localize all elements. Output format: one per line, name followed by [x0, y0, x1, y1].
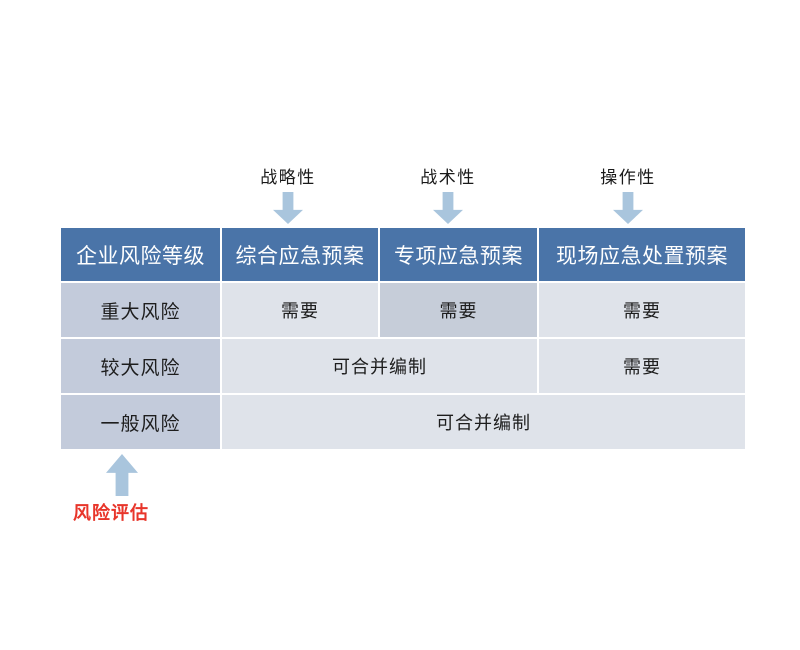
- table-header-row: 企业风险等级 综合应急预案 专项应急预案 现场应急处置预案: [61, 228, 745, 281]
- annotation-label-risk-assessment: 风险评估: [73, 503, 149, 524]
- cell-major-onsite: 需要: [539, 283, 745, 337]
- table-row: 较大风险 可合并编制 需要: [61, 339, 745, 393]
- cell-major-comprehensive: 需要: [222, 283, 378, 337]
- cell-large-merged-plan: 可合并编制: [222, 339, 537, 393]
- arrow-down-icon-tactical: [433, 192, 463, 224]
- row-header-large-risk: 较大风险: [61, 339, 220, 393]
- table-row: 重大风险 需要 需要 需要: [61, 283, 745, 337]
- arrow-down-icon-operational: [613, 192, 643, 224]
- row-header-major-risk: 重大风险: [61, 283, 220, 337]
- annotation-label-tactical: 战术性: [420, 168, 476, 188]
- arrow-down-icon-strategic: [273, 192, 303, 224]
- annotation-label-strategic: 战略性: [260, 168, 316, 188]
- column-header-comprehensive-plan: 综合应急预案: [222, 228, 378, 281]
- cell-large-onsite: 需要: [539, 339, 745, 393]
- risk-plan-matrix-table: 企业风险等级 综合应急预案 专项应急预案 现场应急处置预案 重大风险 需要 需要…: [59, 226, 747, 451]
- column-header-onsite-plan: 现场应急处置预案: [539, 228, 745, 281]
- row-header-general-risk: 一般风险: [61, 395, 220, 449]
- arrow-up-icon-risk-assessment: [106, 454, 138, 496]
- column-header-special-plan: 专项应急预案: [380, 228, 537, 281]
- column-header-risk-level: 企业风险等级: [61, 228, 220, 281]
- annotation-label-operational: 操作性: [600, 168, 656, 188]
- cell-general-merged-plan: 可合并编制: [222, 395, 745, 449]
- cell-major-special: 需要: [380, 283, 537, 337]
- table-row: 一般风险 可合并编制: [61, 395, 745, 449]
